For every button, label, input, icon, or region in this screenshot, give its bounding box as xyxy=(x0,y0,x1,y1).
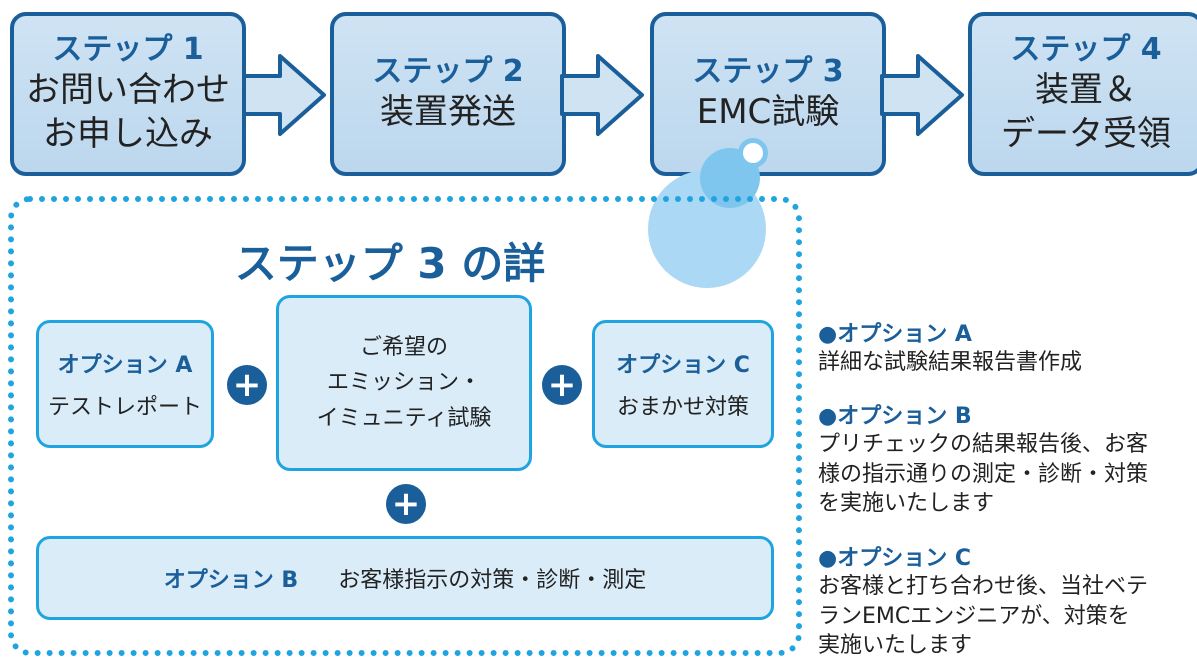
step-4-text: 装置＆ データ受領 xyxy=(1001,69,1171,154)
plus-icon: + xyxy=(227,365,267,405)
bubble-small xyxy=(738,138,768,168)
step-4-box: ステップ 4 装置＆ データ受領 xyxy=(968,12,1197,176)
option-c-box: オプション C おまかせ対策 xyxy=(592,320,774,448)
arrow-right-icon xyxy=(560,54,644,136)
step-4-label: ステップ 4 xyxy=(1010,31,1162,67)
side-option-c-line: 実施いたします xyxy=(818,633,973,657)
side-option-b-line: を実施いたします xyxy=(818,491,995,517)
option-c-title: オプション C xyxy=(616,353,750,378)
step-2-text: 装置発送 xyxy=(380,91,516,132)
side-option-c-heading: ●オプション C xyxy=(818,546,972,571)
side-option-b-line: プリチェックの結果報告後、お客 xyxy=(818,432,1149,457)
side-option-c-line: お客様と打ち合わせ後、当社ベテ xyxy=(818,574,1149,599)
core-test-text: ご希望の エミッション・ イミュニティ試験 xyxy=(316,335,492,431)
option-b-text: お客様指示の対策・診断・測定 xyxy=(338,568,647,593)
step-2-box: ステップ 2 装置発送 xyxy=(330,12,566,176)
step-1-text: お問い合わせ お申し込み xyxy=(26,69,230,154)
option-b-title: オプション B xyxy=(163,568,299,593)
step-1-label: ステップ 1 xyxy=(52,31,204,67)
side-option-c: ●オプション C お客様と打ち合わせ後、当社ベテ ランEMCエンジニアが、対策を… xyxy=(818,540,1197,657)
step-2-label: ステップ 2 xyxy=(372,53,524,89)
plus-icon: + xyxy=(542,365,582,405)
step-3-label: ステップ 3 xyxy=(692,53,844,89)
arrow-right-icon xyxy=(242,54,326,136)
option-c-text: おまかせ対策 xyxy=(616,395,749,420)
side-option-b-heading: ●オプション B xyxy=(818,404,972,429)
side-option-b: ●オプション B プリチェックの結果報告後、お客 様の指示通りの測定・診断・対策… xyxy=(818,398,1197,519)
side-option-c-line: ランEMCエンジニアが、対策を xyxy=(818,603,1130,629)
detail-frame xyxy=(8,196,802,656)
step-1-box: ステップ 1 お問い合わせ お申し込み xyxy=(10,12,246,176)
arrow-right-icon xyxy=(880,54,964,136)
option-a-title: オプション A xyxy=(57,353,193,378)
side-option-a-heading: ●オプション A xyxy=(818,322,972,347)
option-b-box: オプション B お客様指示の対策・診断・測定 xyxy=(36,536,774,620)
option-a-box: オプション A テストレポート xyxy=(36,320,214,448)
plus-icon: + xyxy=(386,484,426,524)
step-3-box: ステップ 3 EMC試験 xyxy=(650,12,886,176)
side-option-a-line: 詳細な試験結果報告書作成 xyxy=(818,350,1083,375)
core-test-box: ご希望の エミッション・ イミュニティ試験 xyxy=(276,295,532,471)
step-3-text: EMC試験 xyxy=(696,91,840,132)
side-option-b-line: 様の指示通りの測定・診断・対策 xyxy=(818,461,1149,487)
side-option-a: ●オプション A 詳細な試験結果報告書作成 xyxy=(818,316,1197,378)
option-a-text: テストレポート xyxy=(47,395,202,420)
